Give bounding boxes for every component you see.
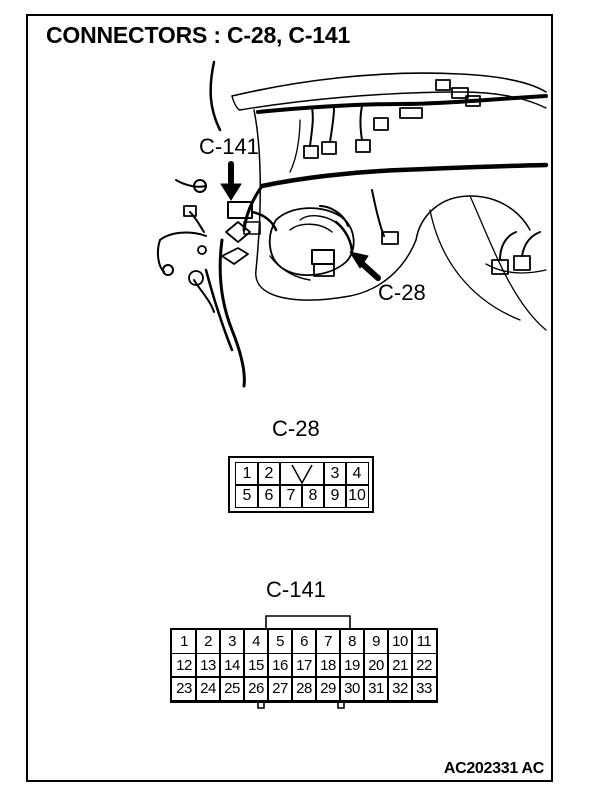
c141-arrow-head <box>220 183 242 201</box>
c141-pin: 22 <box>411 652 437 678</box>
c28-pin: 5 <box>235 484 259 508</box>
main-harness-mid <box>259 162 549 189</box>
c141-connector-body <box>227 201 253 219</box>
component-housing <box>268 207 355 276</box>
c28-pin: 6 <box>257 484 281 508</box>
c141-pin: 23 <box>171 676 197 702</box>
key-triangle-icon <box>291 464 313 485</box>
c141-pin: 24 <box>195 676 221 702</box>
c141-pin: 6 <box>291 629 317 655</box>
dash-outline-top <box>231 72 547 97</box>
c28-pin: 8 <box>301 484 325 508</box>
c141-label: C-141 <box>266 577 326 602</box>
c141-pin: 3 <box>219 629 245 655</box>
grommet <box>193 179 207 193</box>
c141-pin: 16 <box>267 652 293 678</box>
c141-pin: 14 <box>219 652 245 678</box>
c28-label: C-28 <box>272 416 320 441</box>
c141-pin: 31 <box>363 676 389 702</box>
c141-pin: 2 <box>195 629 221 655</box>
c141-pin: 25 <box>219 676 245 702</box>
c141-pin: 4 <box>243 629 269 655</box>
callout-c141: C-141 <box>199 134 259 159</box>
c141-pin: 18 <box>315 652 341 678</box>
c141-pin: 30 <box>339 676 365 702</box>
c28-connector-body <box>311 249 335 265</box>
c141-pin: 8 <box>339 629 365 655</box>
diagram-frame <box>26 14 553 782</box>
c28-pin: 10 <box>345 484 369 508</box>
page-title: CONNECTORS : C-28, C-141 <box>46 22 351 48</box>
c141-pin: 27 <box>267 676 293 702</box>
c141-pin: 13 <box>195 652 221 678</box>
c141-pin: 21 <box>387 652 413 678</box>
c141-pin: 26 <box>243 676 269 702</box>
c141-pin: 28 <box>291 676 317 702</box>
c141-pin: 9 <box>363 629 389 655</box>
c141-pin: 32 <box>387 676 413 702</box>
figure-code: AC202331 AC <box>443 760 544 777</box>
c28-pin: 1 <box>235 462 259 486</box>
lower-harness <box>218 238 246 388</box>
c141-pin: 19 <box>339 652 365 678</box>
c28-pin: 2 <box>257 462 281 486</box>
c141-pin: 1 <box>171 629 197 655</box>
c141-pin: 33 <box>411 676 437 702</box>
c28-pin: 7 <box>279 484 303 508</box>
c141-pin: 5 <box>267 629 293 655</box>
leader-wire <box>209 60 222 132</box>
c141-pin: 15 <box>243 652 269 678</box>
c141-pin: 7 <box>315 629 341 655</box>
c141-pin: 11 <box>411 629 437 655</box>
dash-lower-panel <box>253 109 417 301</box>
c141-pin: 10 <box>387 629 413 655</box>
c141-pin: 20 <box>363 652 389 678</box>
c28-pin: 3 <box>323 462 347 486</box>
c141-pin: 29 <box>315 676 341 702</box>
c28-arrow-head <box>349 251 369 269</box>
c28-pin: 4 <box>345 462 369 486</box>
main-harness-top <box>256 94 548 114</box>
c28-key-slot <box>279 462 325 486</box>
callout-c28: C-28 <box>378 280 426 305</box>
c28-connector-face: 1 2 3 4 5 6 7 8 9 10 <box>228 456 374 513</box>
c141-pin: 12 <box>171 652 197 678</box>
c141-housing-outline <box>257 615 351 709</box>
c141-pin: 17 <box>291 652 317 678</box>
c28-pin: 9 <box>323 484 347 508</box>
c28-pin-grid: 1 2 3 4 5 6 7 8 9 10 <box>235 462 369 508</box>
